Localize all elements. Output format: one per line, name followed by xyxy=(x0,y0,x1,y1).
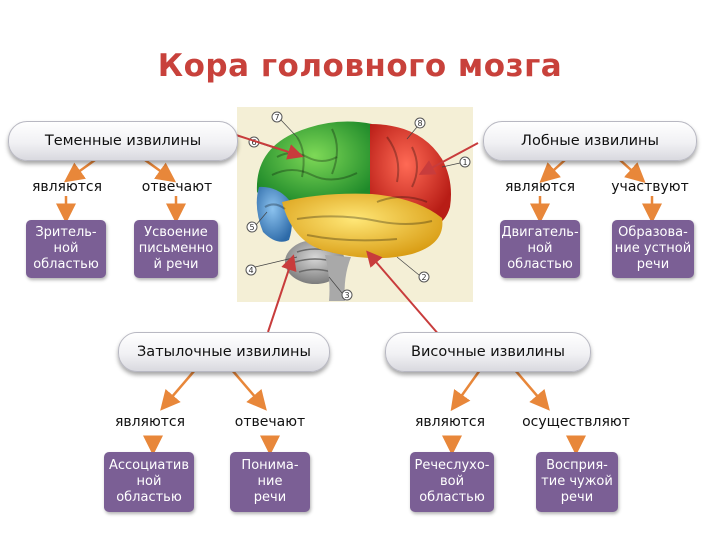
callout-5: 5 xyxy=(249,223,254,232)
temporal-left-verb: являются xyxy=(414,414,486,430)
pointer-temporal xyxy=(366,250,441,337)
temporal-right-verb: осуществляют xyxy=(522,414,630,430)
page-title: Кора головного мозга xyxy=(157,48,563,84)
arrow-parietal-right xyxy=(144,158,177,183)
brain-image: 7 8 6 1 5 4 2 3 xyxy=(245,111,471,301)
frontal-right-verb: участвуют xyxy=(611,179,689,195)
callout-7: 7 xyxy=(274,113,279,122)
arrow-frontal-left xyxy=(539,159,566,184)
temporal-left-box: Речеслухо- вой областью xyxy=(410,452,494,512)
arrow-frontal-right xyxy=(619,159,646,184)
frontal-left-verb: являются xyxy=(504,179,576,195)
callout-1: 1 xyxy=(462,158,467,167)
callout-6: 6 xyxy=(251,138,256,147)
arrow-occipital-right xyxy=(231,369,267,411)
occipital-right-verb: отвечают xyxy=(234,414,306,430)
callout-2: 2 xyxy=(421,273,426,282)
parietal-lobe-shape xyxy=(256,121,372,208)
callout-8: 8 xyxy=(417,119,422,128)
occipital-left-box: Ассоциатив ной областью xyxy=(104,452,194,512)
brain-illustration: 7 8 6 1 5 4 2 3 xyxy=(237,107,473,302)
frontal-right-box: Образова- ние устной речи xyxy=(612,220,694,278)
arrow-parietal-left xyxy=(63,158,96,183)
occipital-heading: Затылочные извилины xyxy=(118,332,330,372)
pointer-frontal xyxy=(418,142,479,175)
parietal-heading: Теменные извилины xyxy=(8,121,238,161)
arrow-temporal-left xyxy=(450,369,482,412)
occipital-lobe-shape xyxy=(256,186,292,242)
callout-3: 3 xyxy=(344,291,349,300)
parietal-left-box: Зритель- ной областью xyxy=(26,220,106,278)
pointer-occipital xyxy=(267,254,297,333)
frontal-heading: Лобные извилины xyxy=(483,121,697,161)
temporal-heading: Височные извилины xyxy=(385,332,591,372)
temporal-lobe-shape xyxy=(282,193,443,259)
parietal-right-verb: отвечают xyxy=(141,179,213,195)
parietal-left-verb: являются xyxy=(31,179,103,195)
occipital-left-verb: являются xyxy=(114,414,186,430)
frontal-left-box: Двигатель- ной областью xyxy=(500,220,580,278)
arrow-temporal-right xyxy=(514,369,550,411)
brainstem-shape xyxy=(325,255,351,301)
temporal-right-box: Восприя- тие чужой речи xyxy=(536,452,618,512)
arrow-occipital-left xyxy=(160,369,196,411)
parietal-right-box: Усвоение письменно й речи xyxy=(134,220,218,278)
pointer-parietal xyxy=(235,134,304,160)
occipital-right-box: Понима- ние речи xyxy=(230,452,310,512)
callout-4: 4 xyxy=(248,266,253,275)
